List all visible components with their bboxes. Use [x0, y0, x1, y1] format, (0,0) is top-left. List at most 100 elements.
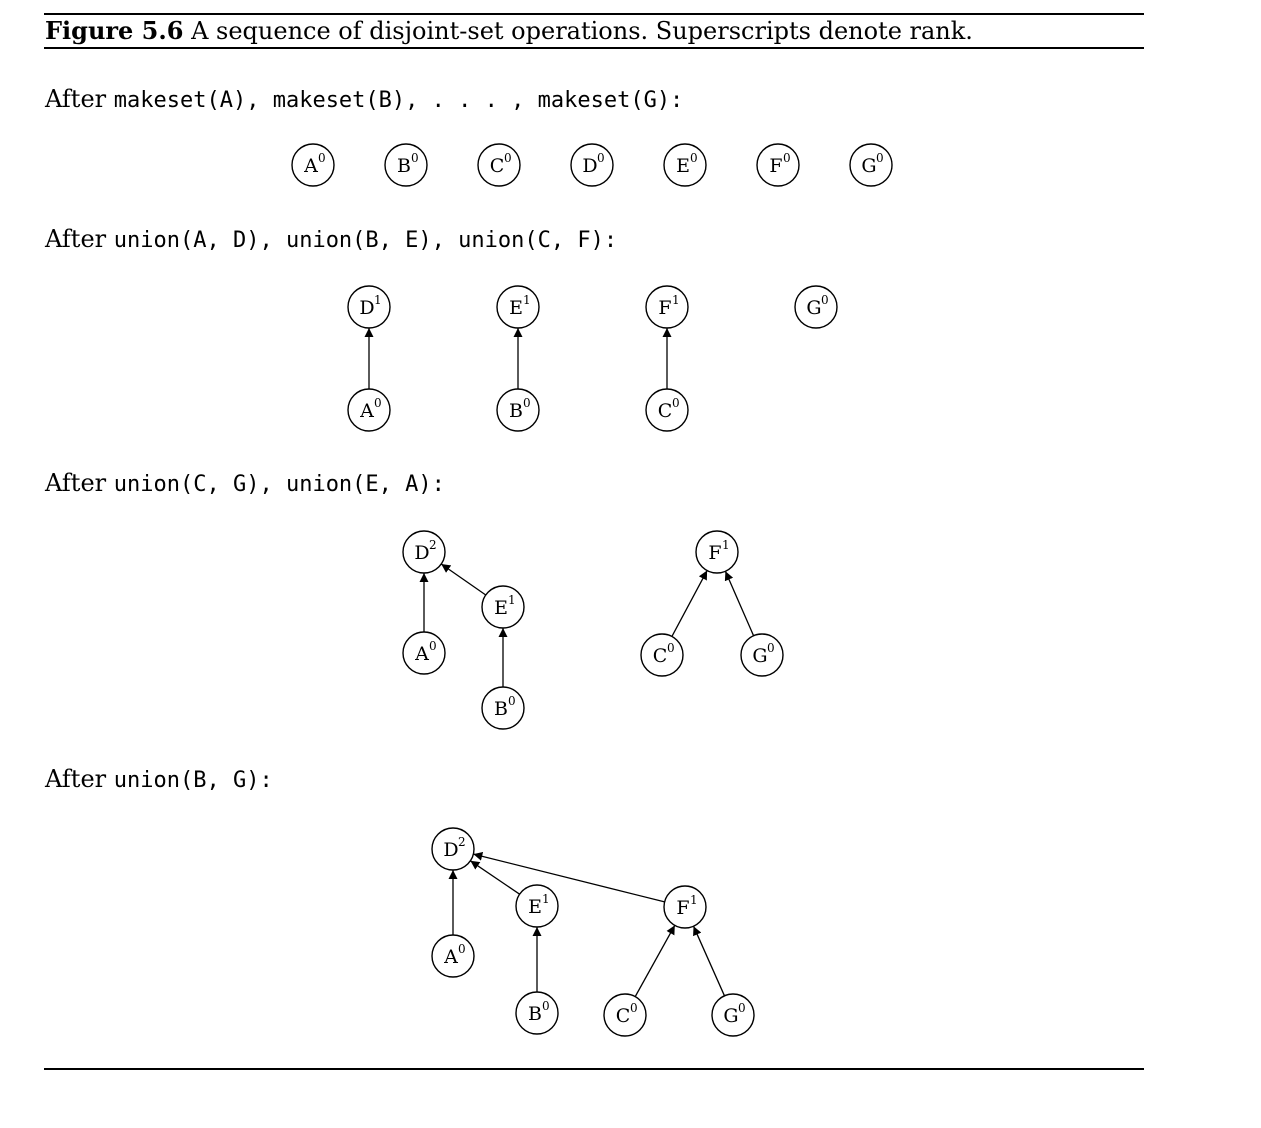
node-rank-superscript: 0	[738, 1001, 746, 1015]
node-circle	[347, 285, 391, 329]
node-rank-superscript: 0	[318, 151, 326, 165]
top-rule	[44, 13, 1144, 15]
node-circle	[603, 993, 647, 1037]
node-rank-superscript: 0	[429, 639, 437, 653]
node-rank-superscript: 1	[523, 293, 531, 307]
figure-number: Figure 5.6	[45, 16, 184, 45]
node-rank-superscript: 1	[690, 893, 698, 907]
node-rank-superscript: 0	[523, 396, 531, 410]
node-circle	[695, 530, 739, 574]
node-label: B	[509, 400, 523, 422]
node-circle	[515, 884, 559, 928]
node-label: D	[359, 297, 374, 319]
node-label: C	[658, 400, 673, 422]
node-label: C	[616, 1005, 631, 1027]
node-rank-superscript: 0	[767, 641, 775, 655]
node-label: E	[509, 297, 523, 319]
node-rank-superscript: 1	[672, 293, 680, 307]
node-rank-superscript: 0	[630, 1001, 638, 1015]
node-label: D	[582, 155, 597, 177]
step-label-union-3: After union(B, G):	[45, 764, 273, 796]
step-operations: union(A, D), union(B, E), union(C, F):	[113, 228, 618, 253]
node-circle	[477, 143, 521, 187]
node-rank-superscript: 0	[542, 999, 550, 1013]
node-circle	[640, 633, 684, 677]
node-rank-superscript: 1	[374, 293, 382, 307]
node-label: E	[676, 155, 690, 177]
node-label: C	[653, 645, 668, 667]
node-rank-superscript: 0	[597, 151, 605, 165]
bottom-rule	[44, 1068, 1144, 1070]
node-rank-superscript: 1	[542, 892, 550, 906]
step-operations: union(C, G), union(E, A):	[113, 472, 445, 497]
node-rank-superscript: 0	[374, 396, 382, 410]
node-rank-superscript: 0	[458, 942, 466, 956]
node-label: G	[806, 297, 821, 319]
node-rank-superscript: 0	[821, 293, 829, 307]
node-rank-superscript: 2	[429, 538, 437, 552]
step-operations: union(B, G):	[113, 768, 273, 793]
node-rank-superscript: 0	[411, 151, 419, 165]
figure-caption: Figure 5.6 A sequence of disjoint-set op…	[45, 15, 973, 47]
caption-rule	[44, 47, 1144, 49]
step-after-word: After	[45, 225, 107, 253]
step-label-union-1: After union(A, D), union(B, E), union(C,…	[45, 224, 617, 256]
node-circle	[384, 143, 428, 187]
node-circle	[645, 285, 689, 329]
node-label: A	[443, 946, 458, 968]
node-circle	[663, 143, 707, 187]
node-circle	[711, 993, 755, 1037]
step-after-word: After	[45, 469, 107, 497]
step-after-word: After	[45, 765, 107, 793]
edge-c-to-f	[671, 570, 708, 637]
node-rank-superscript: 1	[508, 593, 516, 607]
node-label: E	[494, 597, 508, 619]
node-label: B	[528, 1003, 542, 1025]
edge-e-to-d	[470, 860, 520, 895]
figure-caption-text: A sequence of disjoint-set operations. S…	[191, 17, 973, 45]
node-circle	[849, 143, 893, 187]
node-circle	[515, 991, 559, 1035]
node-label: A	[303, 155, 318, 177]
node-circle	[481, 585, 525, 629]
node-label: A	[414, 643, 429, 665]
node-label: F	[658, 297, 671, 319]
node-rank-superscript: 0	[783, 151, 791, 165]
node-label: G	[723, 1005, 738, 1027]
node-circle	[402, 631, 446, 675]
node-rank-superscript: 0	[508, 694, 516, 708]
node-label: F	[769, 155, 782, 177]
node-label: G	[752, 645, 767, 667]
node-circle	[291, 143, 335, 187]
node-circle	[740, 633, 784, 677]
edge-g-to-f	[692, 925, 726, 997]
node-circle	[663, 885, 707, 929]
node-label: E	[528, 896, 542, 918]
node-label: F	[676, 897, 689, 919]
node-rank-superscript: 0	[672, 396, 680, 410]
step-after-word: After	[45, 85, 107, 113]
